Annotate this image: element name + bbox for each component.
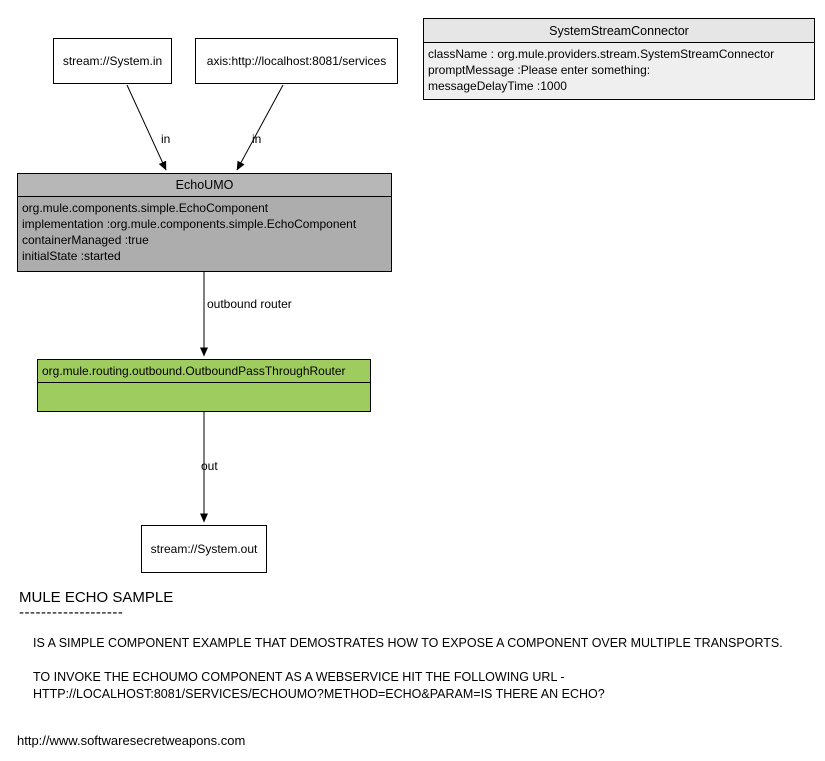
node-stream-system-out: stream://System.out [141, 525, 267, 573]
echo-containermanaged-line: containerManaged :true [22, 233, 149, 247]
echo-initialstate-line: initialState :started [22, 249, 121, 263]
notes-invoke-line-2: HTTP://LOCALHOST:8081/SERVICES/ECHOUMO?M… [33, 687, 605, 701]
edge-stream-in-to-echo [126, 84, 167, 171]
notes-description: IS A SIMPLE COMPONENT EXAMPLE THAT DEMOS… [33, 636, 783, 650]
edge-label-outbound-router: outbound router [207, 297, 292, 311]
notes-title: MULE ECHO SAMPLE [19, 589, 174, 606]
edge-label-in-right: in [252, 132, 262, 146]
node-system-stream-connector: SystemStreamConnector className : org.mu… [423, 18, 815, 100]
node-stream-system-out-label: stream://System.out [150, 542, 258, 556]
notes-invoke-instructions: TO INVOKE THE ECHOUMO COMPONENT AS A WEB… [33, 669, 605, 703]
node-echo-umo: EchoUMO org.mule.components.simple.EchoC… [17, 173, 392, 272]
node-axis-endpoint-label: axis:http://localhost:8081/services [206, 54, 387, 68]
node-echo-umo-body: org.mule.components.simple.EchoComponent… [18, 197, 391, 271]
edge-axis-to-echo [236, 84, 284, 171]
connector-messagedelaytime-line: messageDelayTime :1000 [428, 79, 567, 93]
notes-title-underline: ------------------- [19, 604, 124, 621]
node-outbound-router-label: org.mule.routing.outbound.OutboundPassTh… [38, 360, 370, 383]
node-echo-umo-title: EchoUMO [18, 174, 391, 197]
node-system-stream-connector-body: className : org.mule.providers.stream.Sy… [424, 43, 814, 99]
connector-promptmessage-line: promptMessage :Please enter something: [428, 63, 651, 77]
connector-classname-line: className : org.mule.providers.stream.Sy… [428, 47, 775, 61]
echo-implementation-line: implementation :org.mule.components.simp… [22, 217, 357, 231]
echo-component-line: org.mule.components.simple.EchoComponent [22, 201, 269, 215]
node-axis-endpoint: axis:http://localhost:8081/services [195, 38, 398, 84]
node-outbound-router-empty-section [38, 383, 370, 411]
node-stream-system-in-label: stream://System.in [62, 54, 163, 68]
edge-label-in-left: in [161, 132, 171, 146]
notes-invoke-line-1: TO INVOKE THE ECHOUMO COMPONENT AS A WEB… [33, 670, 565, 684]
node-system-stream-connector-title: SystemStreamConnector [424, 19, 814, 43]
node-stream-system-in: stream://System.in [53, 38, 172, 84]
footer-website-url: http://www.softwaresecretweapons.com [17, 733, 246, 748]
node-outbound-router: org.mule.routing.outbound.OutboundPassTh… [37, 359, 371, 412]
edge-label-out: out [201, 459, 218, 473]
